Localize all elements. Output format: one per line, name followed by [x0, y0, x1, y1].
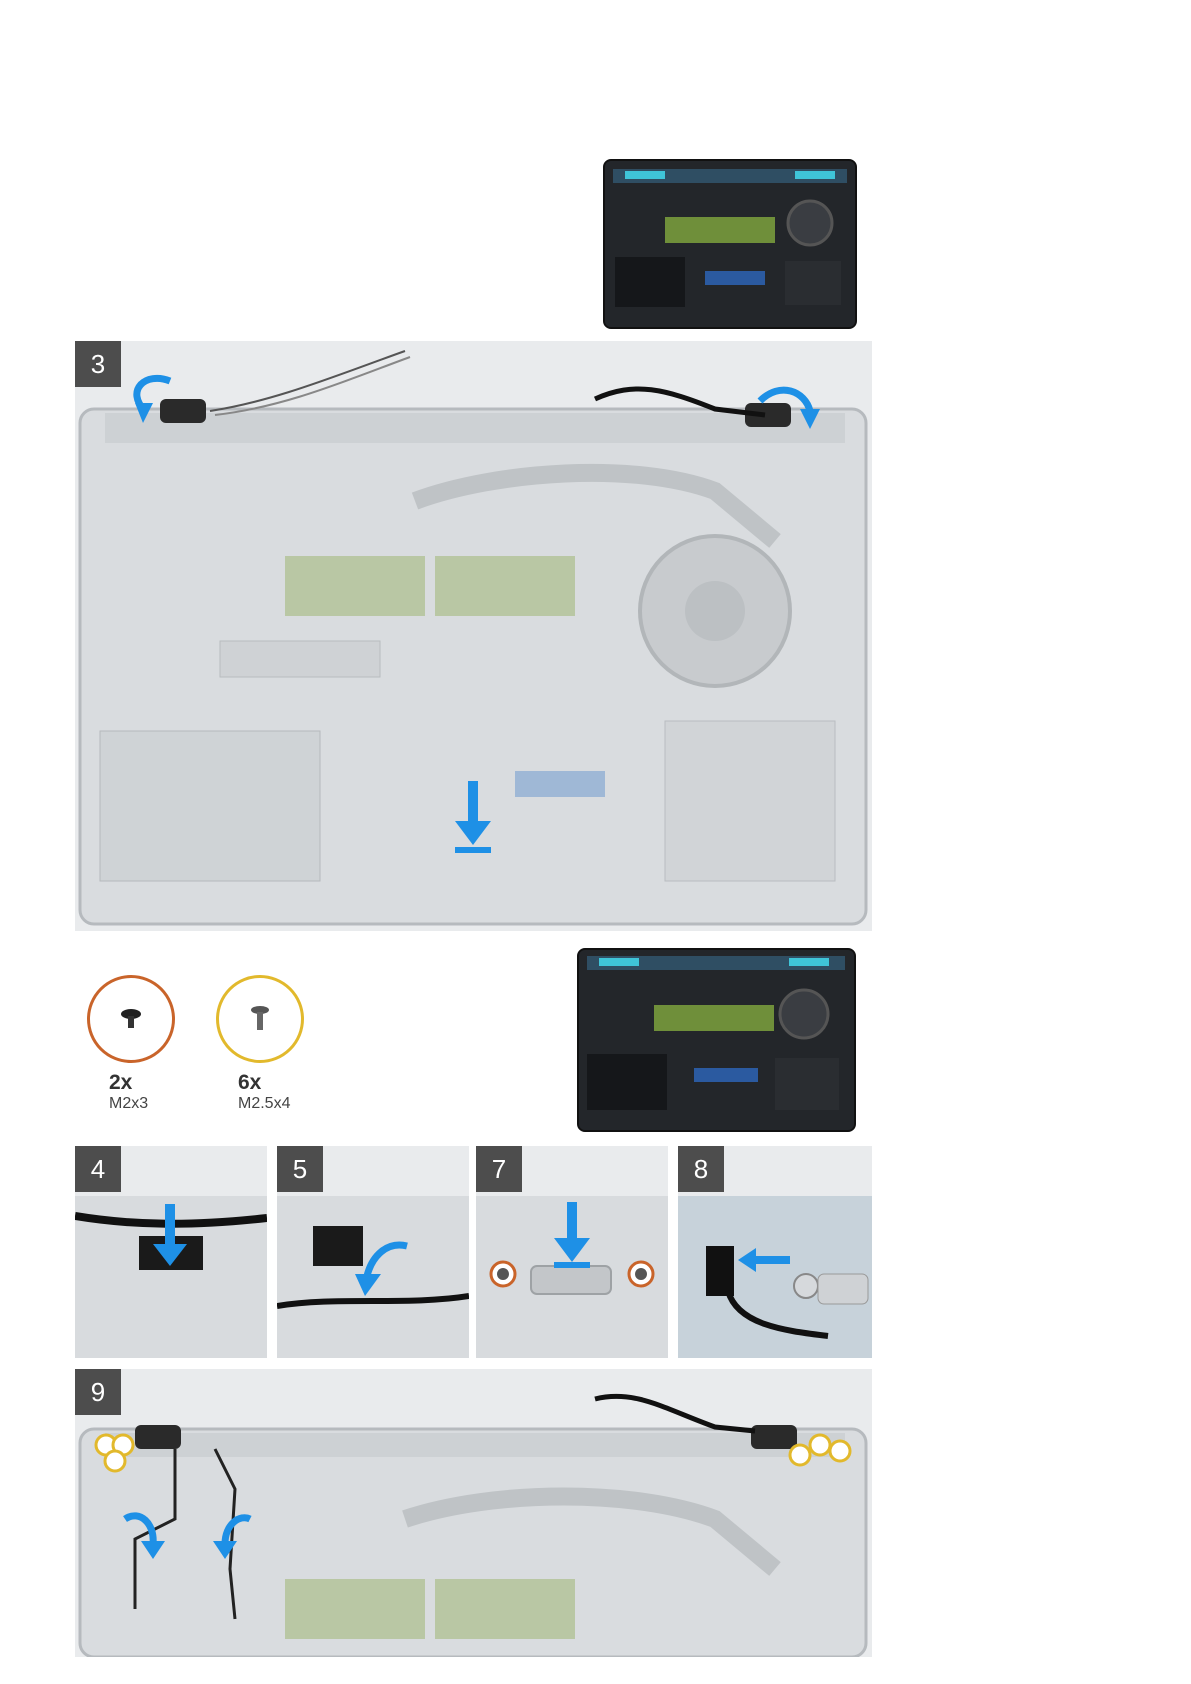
screw-size: M2x3	[109, 1095, 175, 1113]
step-number-badge: 7	[476, 1146, 522, 1192]
screw-legend-m25x4: 6x M2.5x4	[216, 975, 304, 1113]
step-9-panel: 9	[75, 1369, 872, 1657]
step-number-badge: 3	[75, 341, 121, 387]
step-number-badge: 9	[75, 1369, 121, 1415]
screw-quantity: 2x	[109, 1071, 175, 1095]
screw-size: M2.5x4	[238, 1095, 304, 1113]
step-7-panel: 7	[476, 1146, 668, 1358]
step-number-badge: 4	[75, 1146, 121, 1192]
overview-thumbnail-top	[603, 159, 857, 329]
step-8-panel: 8	[678, 1146, 872, 1358]
step-number-badge: 5	[277, 1146, 323, 1192]
screw-legend-m2x3: 2x M2x3	[87, 975, 175, 1113]
step-4-panel: 4	[75, 1146, 267, 1358]
screw-icon	[216, 975, 304, 1063]
step-3-panel: 3	[75, 341, 872, 931]
step-5-panel: 5	[277, 1146, 469, 1358]
screw-quantity: 6x	[238, 1071, 304, 1095]
step-number-badge: 8	[678, 1146, 724, 1192]
screw-icon	[87, 975, 175, 1063]
overview-thumbnail-middle	[577, 948, 856, 1132]
